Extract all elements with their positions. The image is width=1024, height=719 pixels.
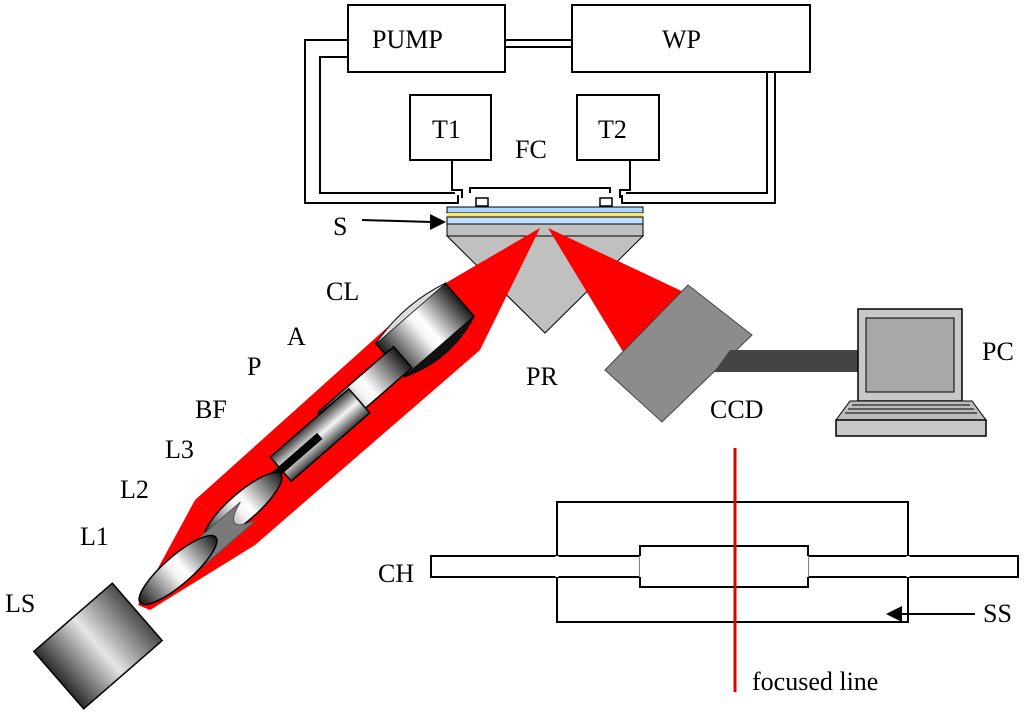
focused-line-label: focused line	[752, 667, 878, 696]
sensor-chip	[446, 197, 644, 225]
light-source	[32, 582, 164, 710]
fc-label: FC	[515, 135, 547, 164]
t2-label: T2	[598, 115, 627, 144]
bf-label: BF	[195, 395, 227, 424]
l3-label: L3	[165, 435, 194, 464]
laptop-icon	[835, 308, 987, 437]
ccd-label: CCD	[710, 395, 763, 424]
pump-label: PUMP	[372, 25, 443, 54]
channel-inset	[430, 501, 1019, 623]
wp-box: WP	[571, 4, 811, 73]
l2-label: L2	[120, 475, 149, 504]
ch-label: CH	[378, 559, 414, 588]
t1-label: T1	[432, 115, 461, 144]
pr-label: PR	[526, 362, 558, 391]
ss-arrow: SS	[886, 599, 1012, 628]
t1-box: T1	[409, 94, 492, 198]
ccd-camera	[604, 284, 862, 423]
pump-box: PUMP	[347, 4, 506, 73]
a-label: A	[287, 322, 306, 351]
lens-l1	[138, 534, 218, 606]
wp-label: WP	[662, 25, 701, 54]
s-label: S	[333, 212, 347, 241]
t2-box: T2	[576, 94, 660, 198]
s-arrow: S	[333, 212, 446, 241]
cylindrical-lens	[374, 282, 476, 378]
p-label: P	[247, 352, 261, 381]
ls-label: LS	[5, 589, 35, 618]
l1-label: L1	[80, 522, 109, 551]
ss-label: SS	[983, 599, 1012, 628]
pc-label: PC	[982, 337, 1014, 366]
cl-label: CL	[326, 277, 359, 306]
